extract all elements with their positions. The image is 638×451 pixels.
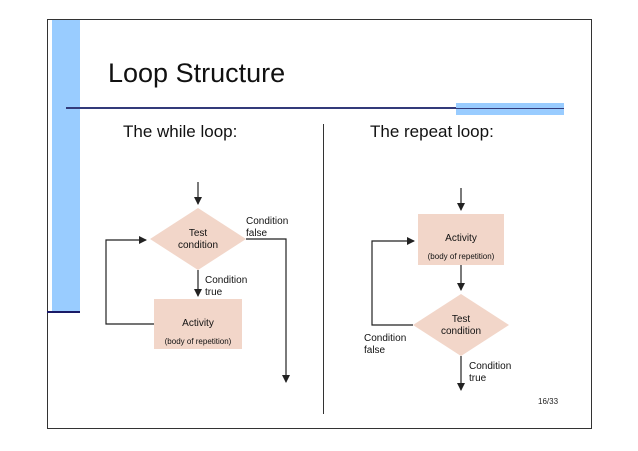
repeat-true-label-line1: Condition (469, 361, 511, 372)
title-rule-accent (456, 103, 564, 115)
while-activity-label-line2: (body of repetition) (165, 337, 232, 346)
while-loop-heading: The while loop: (123, 122, 238, 141)
repeat-test-label-line1: Test (452, 314, 471, 325)
while-loop-diagram: Test condition Condition true Activity (… (105, 182, 290, 383)
left-accent-bar-underline (47, 311, 80, 313)
while-true-label-line1: Condition (205, 275, 247, 286)
while-test-label-line1: Test (189, 228, 208, 239)
while-test-diamond (150, 208, 246, 270)
repeat-false-label-line1: Condition (364, 333, 406, 344)
repeat-activity-box (418, 214, 504, 265)
repeat-loop-back-arrow (371, 237, 415, 326)
while-test-label-line2: condition (178, 240, 218, 251)
while-false-label-line1: Condition (246, 216, 288, 227)
while-false-exit-arrow (246, 238, 290, 383)
column-divider (323, 124, 324, 414)
page-title: Loop Structure (108, 58, 286, 88)
title-rule-accent-line (456, 108, 564, 109)
repeat-true-label-line2: true (469, 373, 487, 384)
page-number: 16/33 (538, 397, 559, 406)
repeat-test-label-line2: condition (441, 326, 481, 337)
left-accent-bar (52, 20, 80, 312)
repeat-loop-diagram: Activity (body of repetition) Test condi… (364, 188, 511, 391)
while-false-label-line2: false (246, 228, 268, 239)
repeat-activity-label-line2: (body of repetition) (428, 252, 495, 261)
repeat-activity-label-line1: Activity (445, 233, 477, 244)
repeat-loop-heading: The repeat loop: (370, 122, 494, 141)
while-activity-label-line1: Activity (182, 318, 214, 329)
while-loop-back-arrow (105, 236, 154, 325)
while-activity-box (154, 299, 242, 349)
repeat-test-diamond (413, 294, 509, 356)
repeat-false-label-line2: false (364, 345, 386, 356)
title-rule (66, 107, 564, 109)
while-true-label-line2: true (205, 287, 223, 298)
